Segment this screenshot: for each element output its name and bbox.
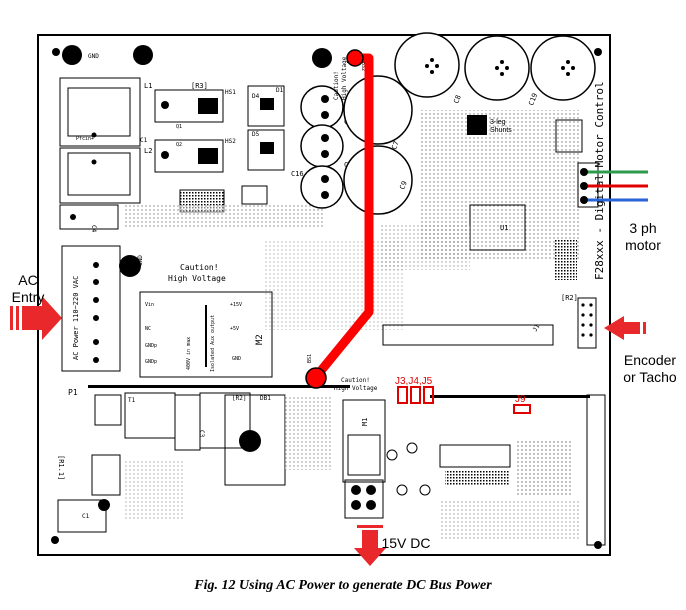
input-filter-section (59, 77, 141, 230)
caution-top-2: High Voltage (341, 56, 348, 100)
aux-output-label: Isolated Aux output (210, 315, 216, 372)
bulk-capacitors-small (300, 85, 344, 209)
c9-label: C9 (398, 180, 408, 191)
d1-label: D1 (276, 87, 284, 94)
motor-terminal-3 (580, 196, 588, 204)
board-title: F28xxx - Digital Motor Control (593, 81, 606, 280)
q1-label: Q1 (176, 124, 182, 130)
l2-label: L2 (144, 147, 152, 155)
encoder-arrow (604, 316, 646, 340)
caution-main-1: Caution! (180, 263, 219, 272)
shunts-label-2: Shunts (490, 127, 512, 134)
jumpers-label: J3,J4,J5 (395, 376, 433, 387)
r2b-label: [R2] (561, 294, 578, 302)
p15v-label: +15V (230, 302, 242, 308)
c19-label: C19 (527, 92, 539, 107)
c4-label: C4 (90, 225, 97, 233)
gnd-label-mid: GND (137, 255, 144, 266)
d4-label: D4 (252, 93, 260, 100)
ac-entry-arrow (10, 296, 62, 340)
ac-entry-label: AC Entry (8, 272, 48, 306)
encoder-header (577, 297, 597, 349)
motor-label-line1: 3 ph (629, 220, 657, 236)
encoder-label: Encoder or Tacho (614, 352, 686, 386)
dc-input-arrow (354, 525, 386, 566)
c7-label: C7 (390, 140, 400, 151)
dc-bus-terminal-top (346, 49, 364, 67)
ac-entry-label-line2: Entry (11, 289, 45, 305)
p5v-label: +5V (230, 326, 239, 332)
u1-label: U1 (500, 224, 508, 232)
j9-label: J9 (515, 394, 526, 405)
caution-top-1: Caution! (333, 71, 340, 100)
l1-label: L1 (144, 82, 152, 90)
c8-label: C8 (452, 94, 462, 105)
test-point-bs1: BS1 (307, 354, 313, 363)
caution-main-2: High Voltage (168, 274, 226, 283)
test-point-bs2: BS2 (360, 62, 366, 71)
gnd-label-top: GND (88, 53, 99, 60)
controller-card-area (430, 394, 606, 546)
motor-terminal-1 (580, 168, 588, 176)
bulk-capacitors-large (343, 32, 596, 215)
aux-supply-module (61, 245, 273, 378)
c1-label-bottom: C1 (82, 513, 90, 520)
c3-label: C3 (198, 430, 205, 438)
mounting-holes (51, 45, 602, 549)
r1-label: [R1.1] (57, 455, 65, 480)
jumper-j4-box (410, 386, 421, 404)
q2-label: Q2 (176, 142, 182, 148)
hs2-label: HS2 (225, 138, 236, 145)
r3-label: [R3] (191, 82, 208, 90)
pfcin-label: Pfcin+ (76, 136, 94, 142)
dc-input-section (342, 399, 431, 519)
caution-bottom-2: High Voltage (334, 385, 378, 392)
d5-label: D5 (252, 131, 260, 138)
m1-label: M1 (361, 418, 369, 426)
gndp1-label: GNDp (145, 343, 157, 349)
nc-label: NC (145, 326, 151, 332)
c1-label-top: C1 (140, 137, 148, 144)
j1-header (382, 324, 554, 346)
jumper-j5-box (423, 386, 434, 404)
hs1-label: HS1 (225, 89, 236, 96)
p1-label: P1 (68, 388, 78, 397)
gndp2-label: GNDp (145, 359, 157, 365)
encoder-label-line1: Encoder (623, 352, 677, 368)
db1-label: DB1 (260, 395, 271, 402)
vin-label: Vin (145, 302, 154, 308)
j1-label: J1 (532, 323, 542, 333)
c16-label: C16 (291, 170, 304, 178)
pfc-section (125, 85, 325, 227)
t1-label: T1 (128, 397, 136, 404)
ac-power-label: AC Power 110~220 VAC (72, 276, 80, 360)
shunts-label-1: 3-leg (490, 119, 506, 126)
inverter-section (265, 110, 580, 330)
encoder-label-line2: or Tacho (623, 369, 677, 385)
r2-label: [R2] (232, 395, 246, 402)
motor-terminal-2 (580, 182, 588, 190)
gnda-label: GND (232, 356, 241, 362)
ac-rectifier-section (57, 385, 350, 533)
jumper-j3-box (397, 386, 408, 404)
ac-entry-label-line1: AC (18, 272, 38, 288)
dc-input-label: 15V DC (381, 535, 431, 551)
motor-label-line2: motor (625, 237, 661, 253)
m2-label: M2 (255, 334, 265, 345)
figure-caption: Fig. 12 Using AC Power to generate DC Bu… (194, 578, 492, 593)
aux-max-label: 400V in max (186, 337, 192, 370)
dc-bus-terminal-bottom (305, 367, 327, 389)
motor-label: 3 ph motor (616, 220, 670, 254)
jumper-j9-box (513, 404, 531, 414)
caution-bottom-1: Caution! (341, 377, 370, 384)
